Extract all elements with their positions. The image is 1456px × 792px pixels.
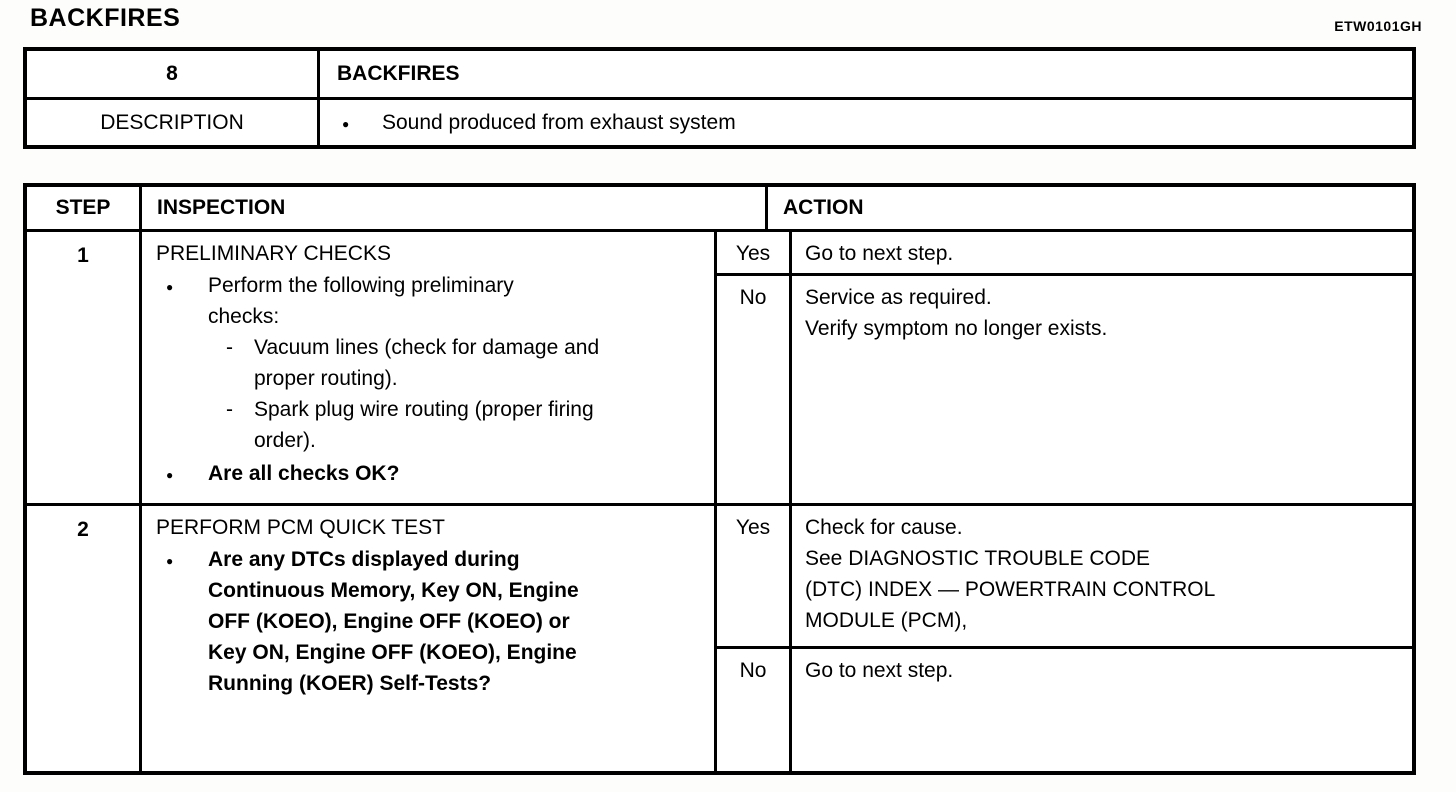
inspection-title: PRELIMINARY CHECKS: [156, 242, 391, 265]
diagnostic-table: STEP INSPECTION ACTION 1 PRELIMINARY CHE…: [23, 183, 1416, 775]
symptom-name: BACKFIRES: [337, 62, 460, 86]
action-row-no: No Go to next step.: [717, 649, 1412, 771]
symptom-number: 8: [27, 51, 320, 97]
bullet-icon: ●: [166, 280, 174, 295]
answer-label: Yes: [717, 232, 792, 273]
page-title: BACKFIRES: [30, 4, 181, 32]
sub-item-text: Spark plug wire routing (proper firing o…: [254, 398, 594, 453]
action-row-no: No Service as required. Verify symptom n…: [717, 276, 1412, 503]
symptom-table-row: DESCRIPTION ● Sound produced from exhaus…: [27, 100, 1412, 145]
inspection-bullet-item: ● Perform the following preliminary chec…: [166, 270, 706, 332]
actions-cell: Yes Check for cause. See DIAGNOSTIC TROU…: [717, 506, 1412, 771]
inspection-cell: PRELIMINARY CHECKS ● Perform the followi…: [142, 232, 717, 503]
inspection-title: PERFORM PCM QUICK TEST: [156, 516, 445, 539]
bullet-text: Perform the following preliminary checks…: [208, 274, 514, 329]
inspection-sub-item: - Spark plug wire routing (proper firing…: [226, 394, 706, 456]
sub-item-text: Vacuum lines (check for damage and prope…: [254, 336, 600, 391]
bullet-icon: ●: [166, 554, 174, 569]
inspection-bullet-item: ● Are all checks OK?: [166, 458, 706, 489]
symptom-table: 8 BACKFIRES DESCRIPTION ● Sound produced…: [23, 47, 1416, 149]
inspection-cell: PERFORM PCM QUICK TEST ● Are any DTCs di…: [142, 506, 717, 771]
inspection-bullet-item: ● Are any DTCs displayed during Continuo…: [166, 544, 706, 699]
diagnostic-table-header: STEP INSPECTION ACTION: [27, 187, 1412, 232]
answer-label: Yes: [717, 506, 792, 646]
dash-icon: -: [226, 336, 233, 360]
bullet-icon: ●: [342, 116, 350, 131]
description-cell: ● Sound produced from exhaust system: [320, 100, 1412, 145]
question-text: Are any DTCs displayed during Continuous…: [208, 548, 579, 696]
header-inspection: INSPECTION: [142, 187, 768, 229]
header-action: ACTION: [783, 196, 864, 220]
symptom-table-row: 8 BACKFIRES: [27, 51, 1412, 100]
description-text: Sound produced from exhaust system: [382, 110, 736, 134]
step-row-1: 1 PRELIMINARY CHECKS ● Perform the follo…: [27, 232, 1412, 506]
document-code: ETW0101GH: [1334, 18, 1422, 34]
answer-label: No: [717, 276, 792, 503]
answer-label: No: [717, 649, 792, 771]
step-number: 2: [27, 506, 142, 771]
action-text: Go to next step.: [805, 242, 954, 265]
dash-icon: -: [226, 398, 233, 422]
inspection-sub-item: - Vacuum lines (check for damage and pro…: [226, 332, 706, 394]
actions-cell: Yes Go to next step. No Service as requi…: [717, 232, 1412, 503]
description-label: DESCRIPTION: [27, 100, 320, 145]
step-number: 1: [27, 232, 142, 503]
header-step: STEP: [27, 187, 142, 229]
question-text: Are all checks OK?: [208, 461, 400, 485]
action-text: Go to next step.: [805, 659, 954, 682]
step-row-2: 2 PERFORM PCM QUICK TEST ● Are any DTCs …: [27, 506, 1412, 771]
action-text: Check for cause. See DIAGNOSTIC TROUBLE …: [805, 516, 1216, 633]
action-row-yes: Yes Go to next step.: [717, 232, 1412, 276]
bullet-icon: ●: [166, 467, 174, 482]
action-row-yes: Yes Check for cause. See DIAGNOSTIC TROU…: [717, 506, 1412, 649]
action-text: Service as required. Verify symptom no l…: [805, 286, 1108, 341]
